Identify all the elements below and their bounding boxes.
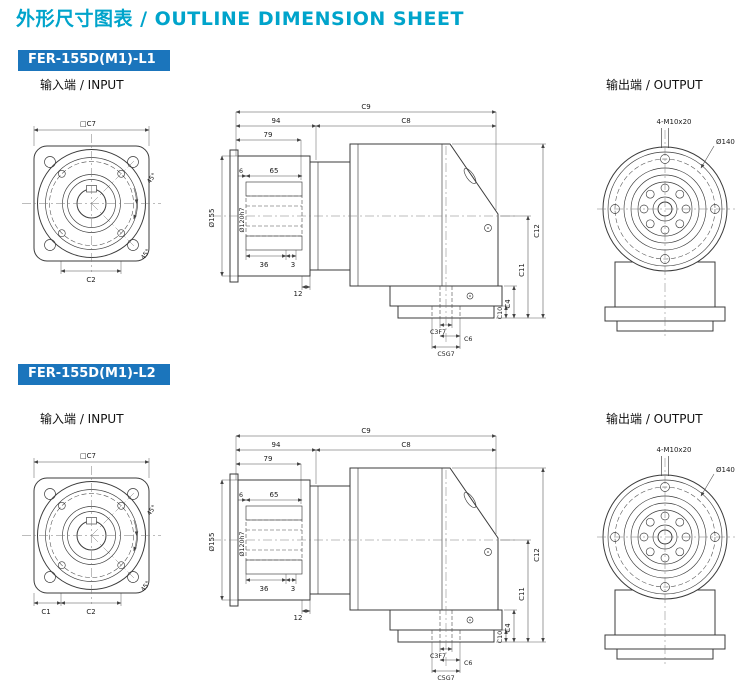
output-end-view-l2: 4-M10x20 Ø140: [597, 446, 735, 664]
section-fer155d-l1: FER-155D(M1)-L1 输入端 / INPUT 输出端 / OUTPUT: [0, 46, 747, 362]
dim-label-dia120h7: Ø120h7: [238, 208, 246, 233]
dim-label-c8: C8: [401, 117, 410, 125]
model-badge-l2: FER-155D(M1)-L2: [18, 364, 170, 386]
page-title: 外形尺寸图表 / OUTLINE DIMENSION SHEET: [16, 8, 464, 30]
input-end-view-l2: □C7 C1 C2 45° 45°: [22, 452, 161, 616]
dim-label-c2: C2: [86, 608, 95, 616]
dim-label-c5g7: C5G7: [437, 675, 454, 682]
dim-label-c6: C6: [464, 660, 472, 667]
input-flange-outline: [22, 134, 161, 272]
dim-label-c9: C9: [361, 427, 370, 435]
dim-label-45-top: 45°: [145, 503, 158, 517]
output-end-label: 输出端 / OUTPUT: [606, 78, 703, 92]
dim-label-c3f7: C3F7: [430, 653, 446, 660]
dim-label-dia120h7: Ø120h7: [238, 532, 246, 557]
input-dimensions: [33, 458, 150, 606]
dim-label-dia155: Ø155: [208, 209, 216, 228]
section-fer155d-l2: FER-155D(M1)-L2 输入端 / INPUT 输出端 / OUTPUT: [0, 360, 747, 684]
input-end-label: 输入端 / INPUT: [40, 412, 124, 426]
dim-label-45-bottom: 45°: [139, 247, 152, 261]
dim-label-65: 65: [270, 491, 279, 499]
dim-label-dia140: Ø140: [716, 466, 735, 474]
gearbox-outline: [212, 467, 516, 668]
dim-label-12: 12: [294, 614, 303, 622]
side-view-l2: C9 94 C8 79 6 65 Ø155 Ø120h7 36 3 12 C12…: [208, 427, 546, 682]
bolt-note-label: 4-M10x20: [657, 446, 692, 454]
side-view-l1: C9 94 C8 79 6 65 Ø155 Ø120h7 36 3 12 C12…: [208, 103, 546, 358]
bolt-note-label: 4-M10x20: [657, 118, 692, 126]
dim-label-45-bottom: 45°: [139, 579, 152, 593]
dim-label-dia140: Ø140: [716, 138, 735, 146]
dim-label-square-c7: □C7: [80, 452, 96, 460]
dim-label-6: 6: [239, 168, 243, 175]
dim-label-c8: C8: [401, 441, 410, 449]
dim-label-3: 3: [291, 261, 295, 269]
model-badge-l1: FER-155D(M1)-L1: [18, 50, 170, 72]
dim-label-c1: C1: [41, 608, 50, 616]
dim-label-36: 36: [260, 585, 269, 593]
output-body-outline: [597, 128, 735, 336]
dim-label-94: 94: [272, 441, 281, 449]
output-end-label: 输出端 / OUTPUT: [606, 412, 703, 426]
dim-label-45-top: 45°: [145, 171, 158, 185]
dim-label-79: 79: [264, 455, 273, 463]
dim-label-12: 12: [294, 290, 303, 298]
dim-label-c3f7: C3F7: [430, 329, 446, 336]
dim-label-square-c7: □C7: [80, 120, 96, 128]
dim-label-c12: C12: [533, 548, 541, 562]
input-dimensions: [33, 126, 150, 274]
dim-label-65: 65: [270, 167, 279, 175]
dim-label-c10: C10: [497, 631, 504, 643]
dim-label-c11: C11: [518, 263, 526, 277]
side-dimension-lines: [220, 434, 546, 673]
input-end-view-l1: □C7 C2 45° 45°: [22, 120, 161, 284]
dim-label-c12: C12: [533, 224, 541, 238]
output-end-view-l1: 4-M10x20 Ø140: [597, 118, 735, 336]
dim-label-79: 79: [264, 131, 273, 139]
dim-label-c4: C4: [504, 623, 512, 633]
input-end-label: 输入端 / INPUT: [40, 78, 124, 92]
dim-label-c9: C9: [361, 103, 370, 111]
dim-label-c4: C4: [504, 299, 512, 309]
dim-label-6: 6: [239, 492, 243, 499]
dim-label-c10: C10: [497, 307, 504, 319]
gearbox-outline: [212, 143, 516, 344]
dim-label-c2: C2: [86, 276, 95, 284]
output-body-outline: [597, 456, 735, 664]
side-dimension-lines: [220, 110, 546, 349]
dim-label-c6: C6: [464, 336, 472, 343]
dim-label-c5g7: C5G7: [437, 351, 454, 358]
dim-label-3: 3: [291, 585, 295, 593]
dim-label-dia155: Ø155: [208, 533, 216, 552]
input-flange-outline: [22, 466, 161, 604]
dim-label-94: 94: [272, 117, 281, 125]
dim-label-c11: C11: [518, 587, 526, 601]
dim-label-36: 36: [260, 261, 269, 269]
